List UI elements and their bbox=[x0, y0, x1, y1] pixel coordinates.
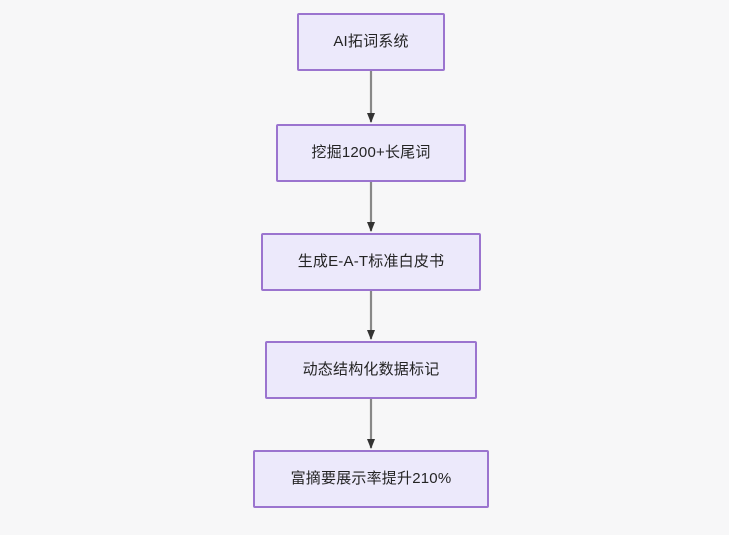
flow-node-label: 动态结构化数据标记 bbox=[302, 361, 440, 378]
flow-node-dynamic-structured-data[interactable]: 动态结构化数据标记 bbox=[265, 341, 477, 399]
flow-node-generate-eat-whitepaper[interactable]: 生成E-A-T标准白皮书 bbox=[261, 233, 481, 291]
flow-node-label: 挖掘1200+长尾词 bbox=[311, 144, 431, 161]
flow-node-label: 富摘要展示率提升210% bbox=[290, 470, 452, 487]
flow-node-label: 生成E-A-T标准白皮书 bbox=[297, 253, 445, 270]
flow-node-rich-snippet-uplift[interactable]: 富摘要展示率提升210% bbox=[253, 450, 489, 508]
flow-node-mine-longtail-keywords[interactable]: 挖掘1200+长尾词 bbox=[276, 124, 466, 182]
flow-node-label: AI拓词系统 bbox=[333, 33, 409, 50]
flow-node-ai-keyword-system[interactable]: AI拓词系统 bbox=[297, 13, 445, 71]
